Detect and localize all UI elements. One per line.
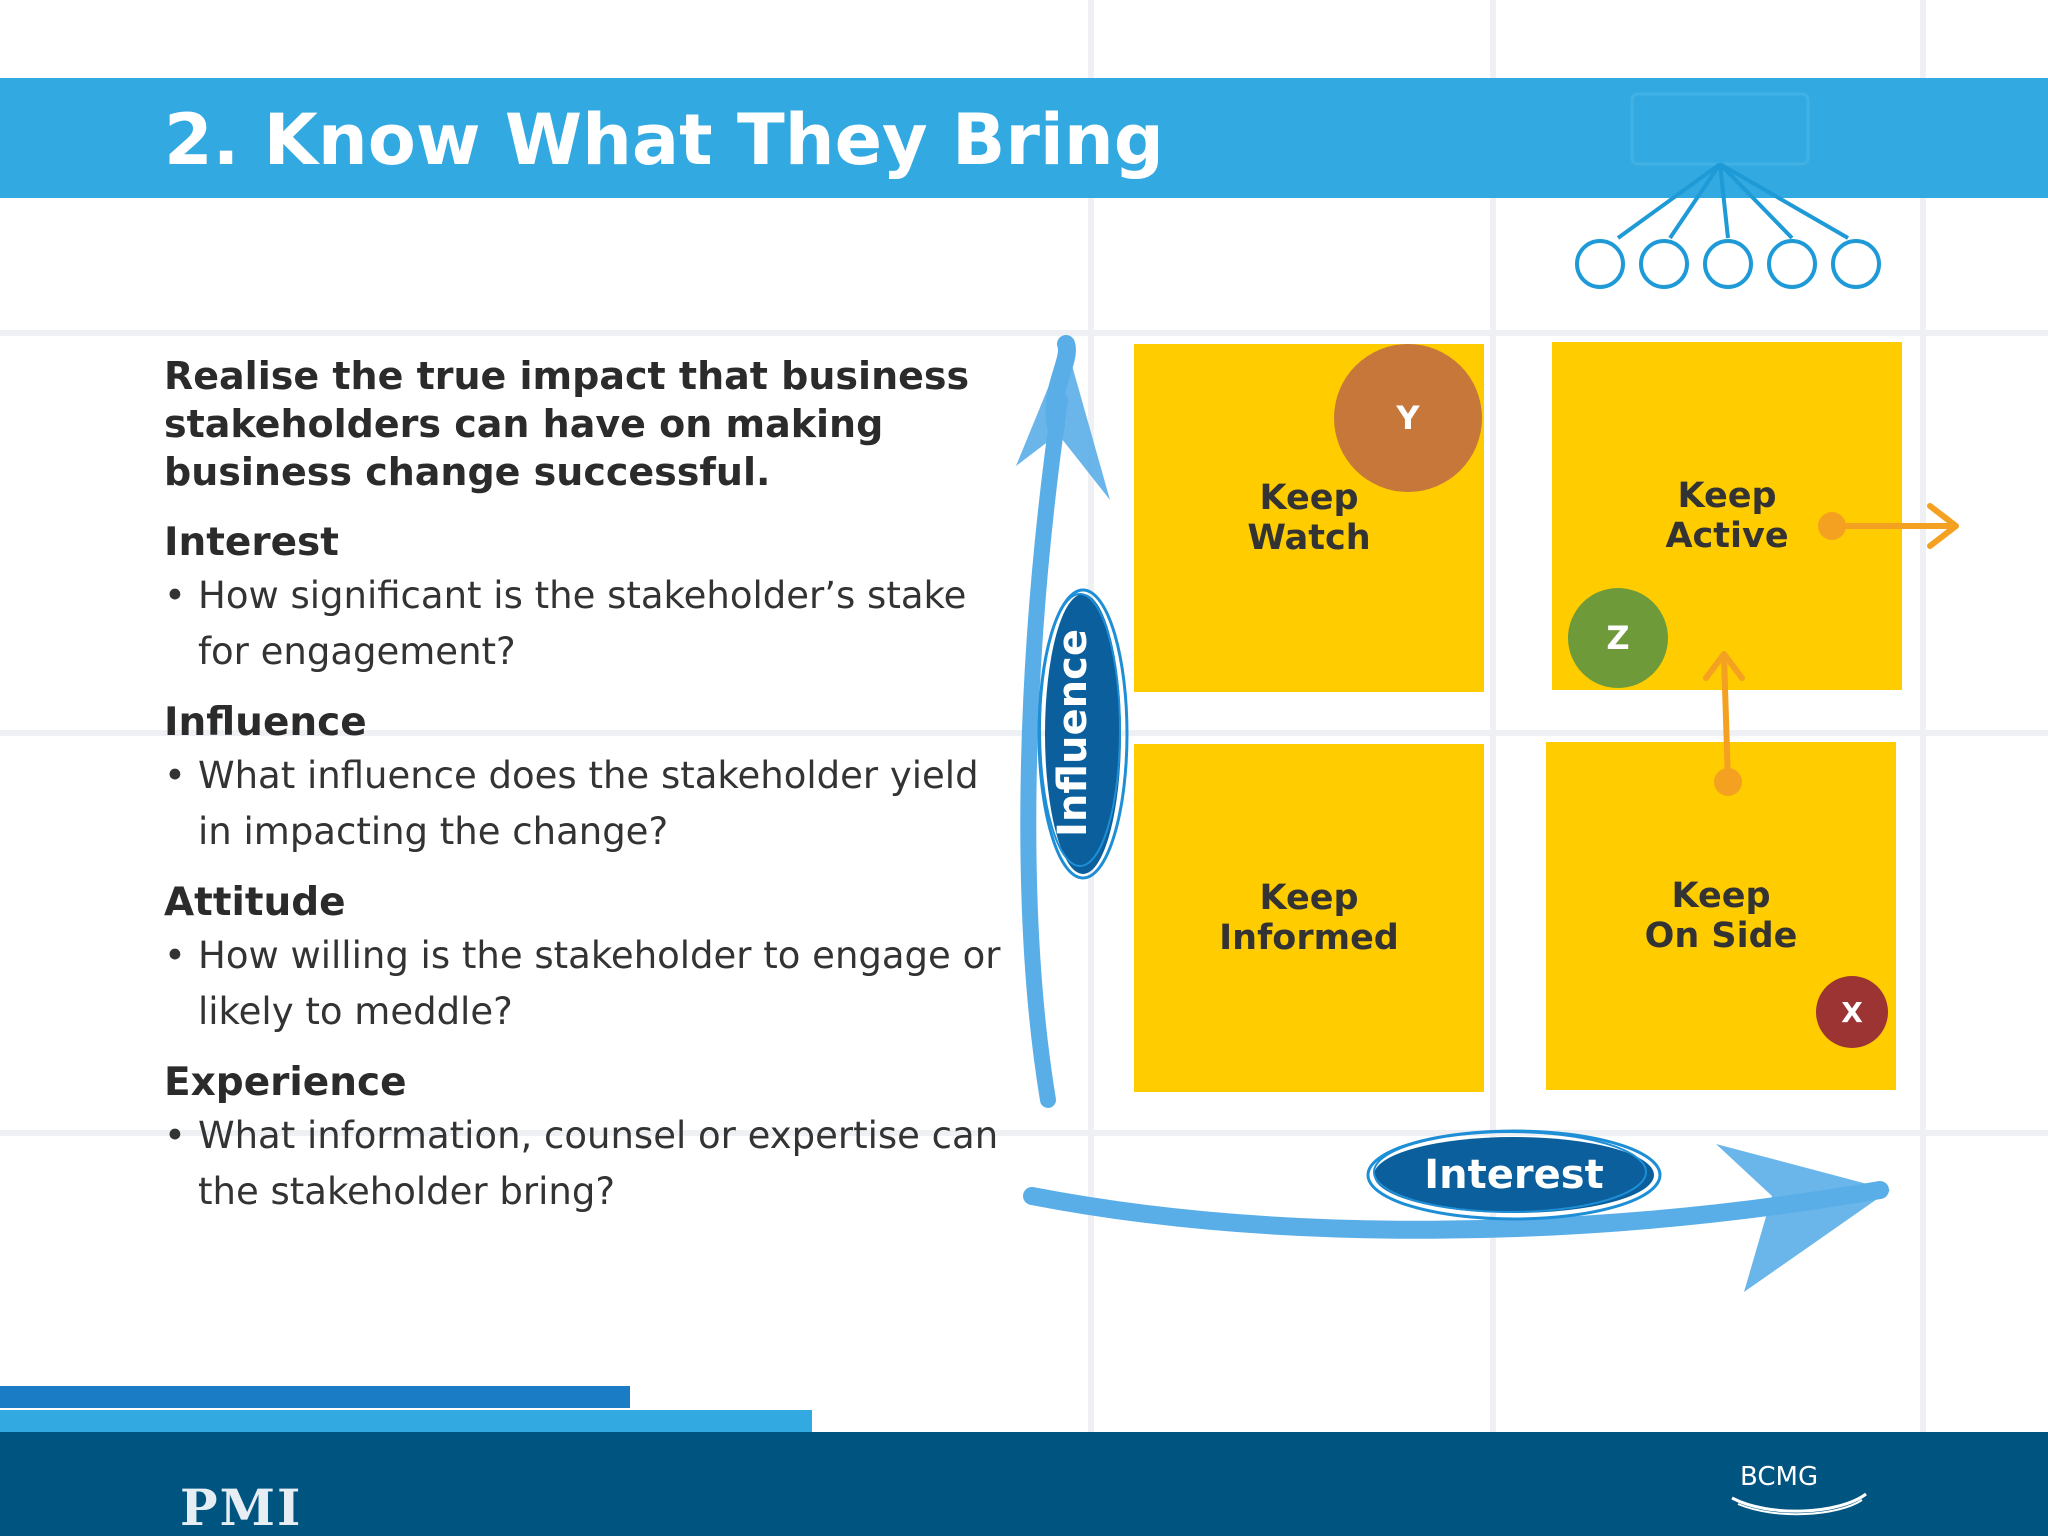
content-panel: Realise the true impact that business st…: [164, 352, 1024, 1238]
bullet-item: • What information, counsel or expertise…: [164, 1108, 1024, 1220]
bullet-item: • What influence does the stakeholder yi…: [164, 748, 1024, 860]
section-heading: Attitude: [164, 880, 346, 925]
bullet-text: What information, counsel or expertise c…: [198, 1114, 999, 1213]
interest-axis-label: Interest: [1424, 1152, 1604, 1198]
bcmg-logo-text: BCMG: [1740, 1462, 1819, 1492]
quadrant-line2: Watch: [1247, 518, 1371, 558]
bullet-text: How significant is the stakeholder’s sta…: [198, 574, 967, 673]
section-interest: Interest • How significant is the stakeh…: [164, 518, 1024, 680]
section-heading: Experience: [164, 1060, 407, 1105]
influence-axis-label: Influence: [1050, 629, 1096, 837]
quadrant-line1: Keep: [1671, 876, 1771, 916]
bullet-text: How willing is the stakeholder to engage…: [198, 934, 1001, 1033]
section-influence: Influence • What influence does the stak…: [164, 698, 1024, 860]
pmi-logo: PMI: [180, 1478, 303, 1537]
influence-axis-arrow-icon: [1016, 335, 1110, 1108]
orange-arrow-up-icon: [1703, 651, 1745, 796]
org-hierarchy-icon: [1575, 92, 1881, 289]
bullet-item: • How willing is the stakeholder to enga…: [164, 928, 1024, 1040]
quadrant-line2: Active: [1665, 516, 1789, 556]
lead-text: Realise the true impact that business st…: [164, 354, 970, 494]
bullet-glyph: •: [164, 1114, 186, 1157]
quadrant-line1: Keep: [1259, 478, 1359, 518]
bullet-glyph: •: [164, 574, 186, 617]
footer-bar: [0, 1432, 2048, 1536]
bullet-glyph: •: [164, 934, 186, 977]
quadrant-line2: Informed: [1219, 918, 1399, 958]
stakeholder-badge-z: Z: [1568, 588, 1668, 688]
bullet-item: • How significant is the stakeholder’s s…: [164, 568, 1024, 680]
section-experience: Experience • What information, counsel o…: [164, 1058, 1024, 1220]
orange-arrow-right-icon: [1818, 503, 1959, 549]
footer-stripe-1: [0, 1386, 630, 1408]
interest-label-scribble: [1366, 1129, 1662, 1221]
bcmg-swoosh-icon: [1731, 1492, 1867, 1516]
slide-title: 2. Know What They Bring: [164, 99, 1164, 181]
quadrant-line2: On Side: [1644, 916, 1798, 956]
interest-axis-arrow-icon: [1023, 1144, 1890, 1292]
quadrant-line1: Keep: [1259, 878, 1359, 918]
bullet-glyph: •: [164, 754, 186, 797]
section-attitude: Attitude • How willing is the stakeholde…: [164, 878, 1024, 1040]
footer-stripe-2: [0, 1410, 812, 1432]
quadrant-line1: Keep: [1677, 476, 1777, 516]
quadrant-keep-informed: Keep Informed: [1134, 744, 1484, 1092]
influence-label-scribble: [1037, 588, 1129, 880]
bcmg-logo: BCMG: [1731, 1462, 1867, 1516]
stakeholder-badge-y: Y: [1334, 344, 1482, 492]
title-bar: [0, 78, 2048, 198]
stakeholder-badge-x: X: [1816, 976, 1888, 1048]
section-heading: Interest: [164, 520, 339, 565]
section-heading: Influence: [164, 700, 367, 745]
bullet-text: What influence does the stakeholder yiel…: [198, 754, 979, 853]
